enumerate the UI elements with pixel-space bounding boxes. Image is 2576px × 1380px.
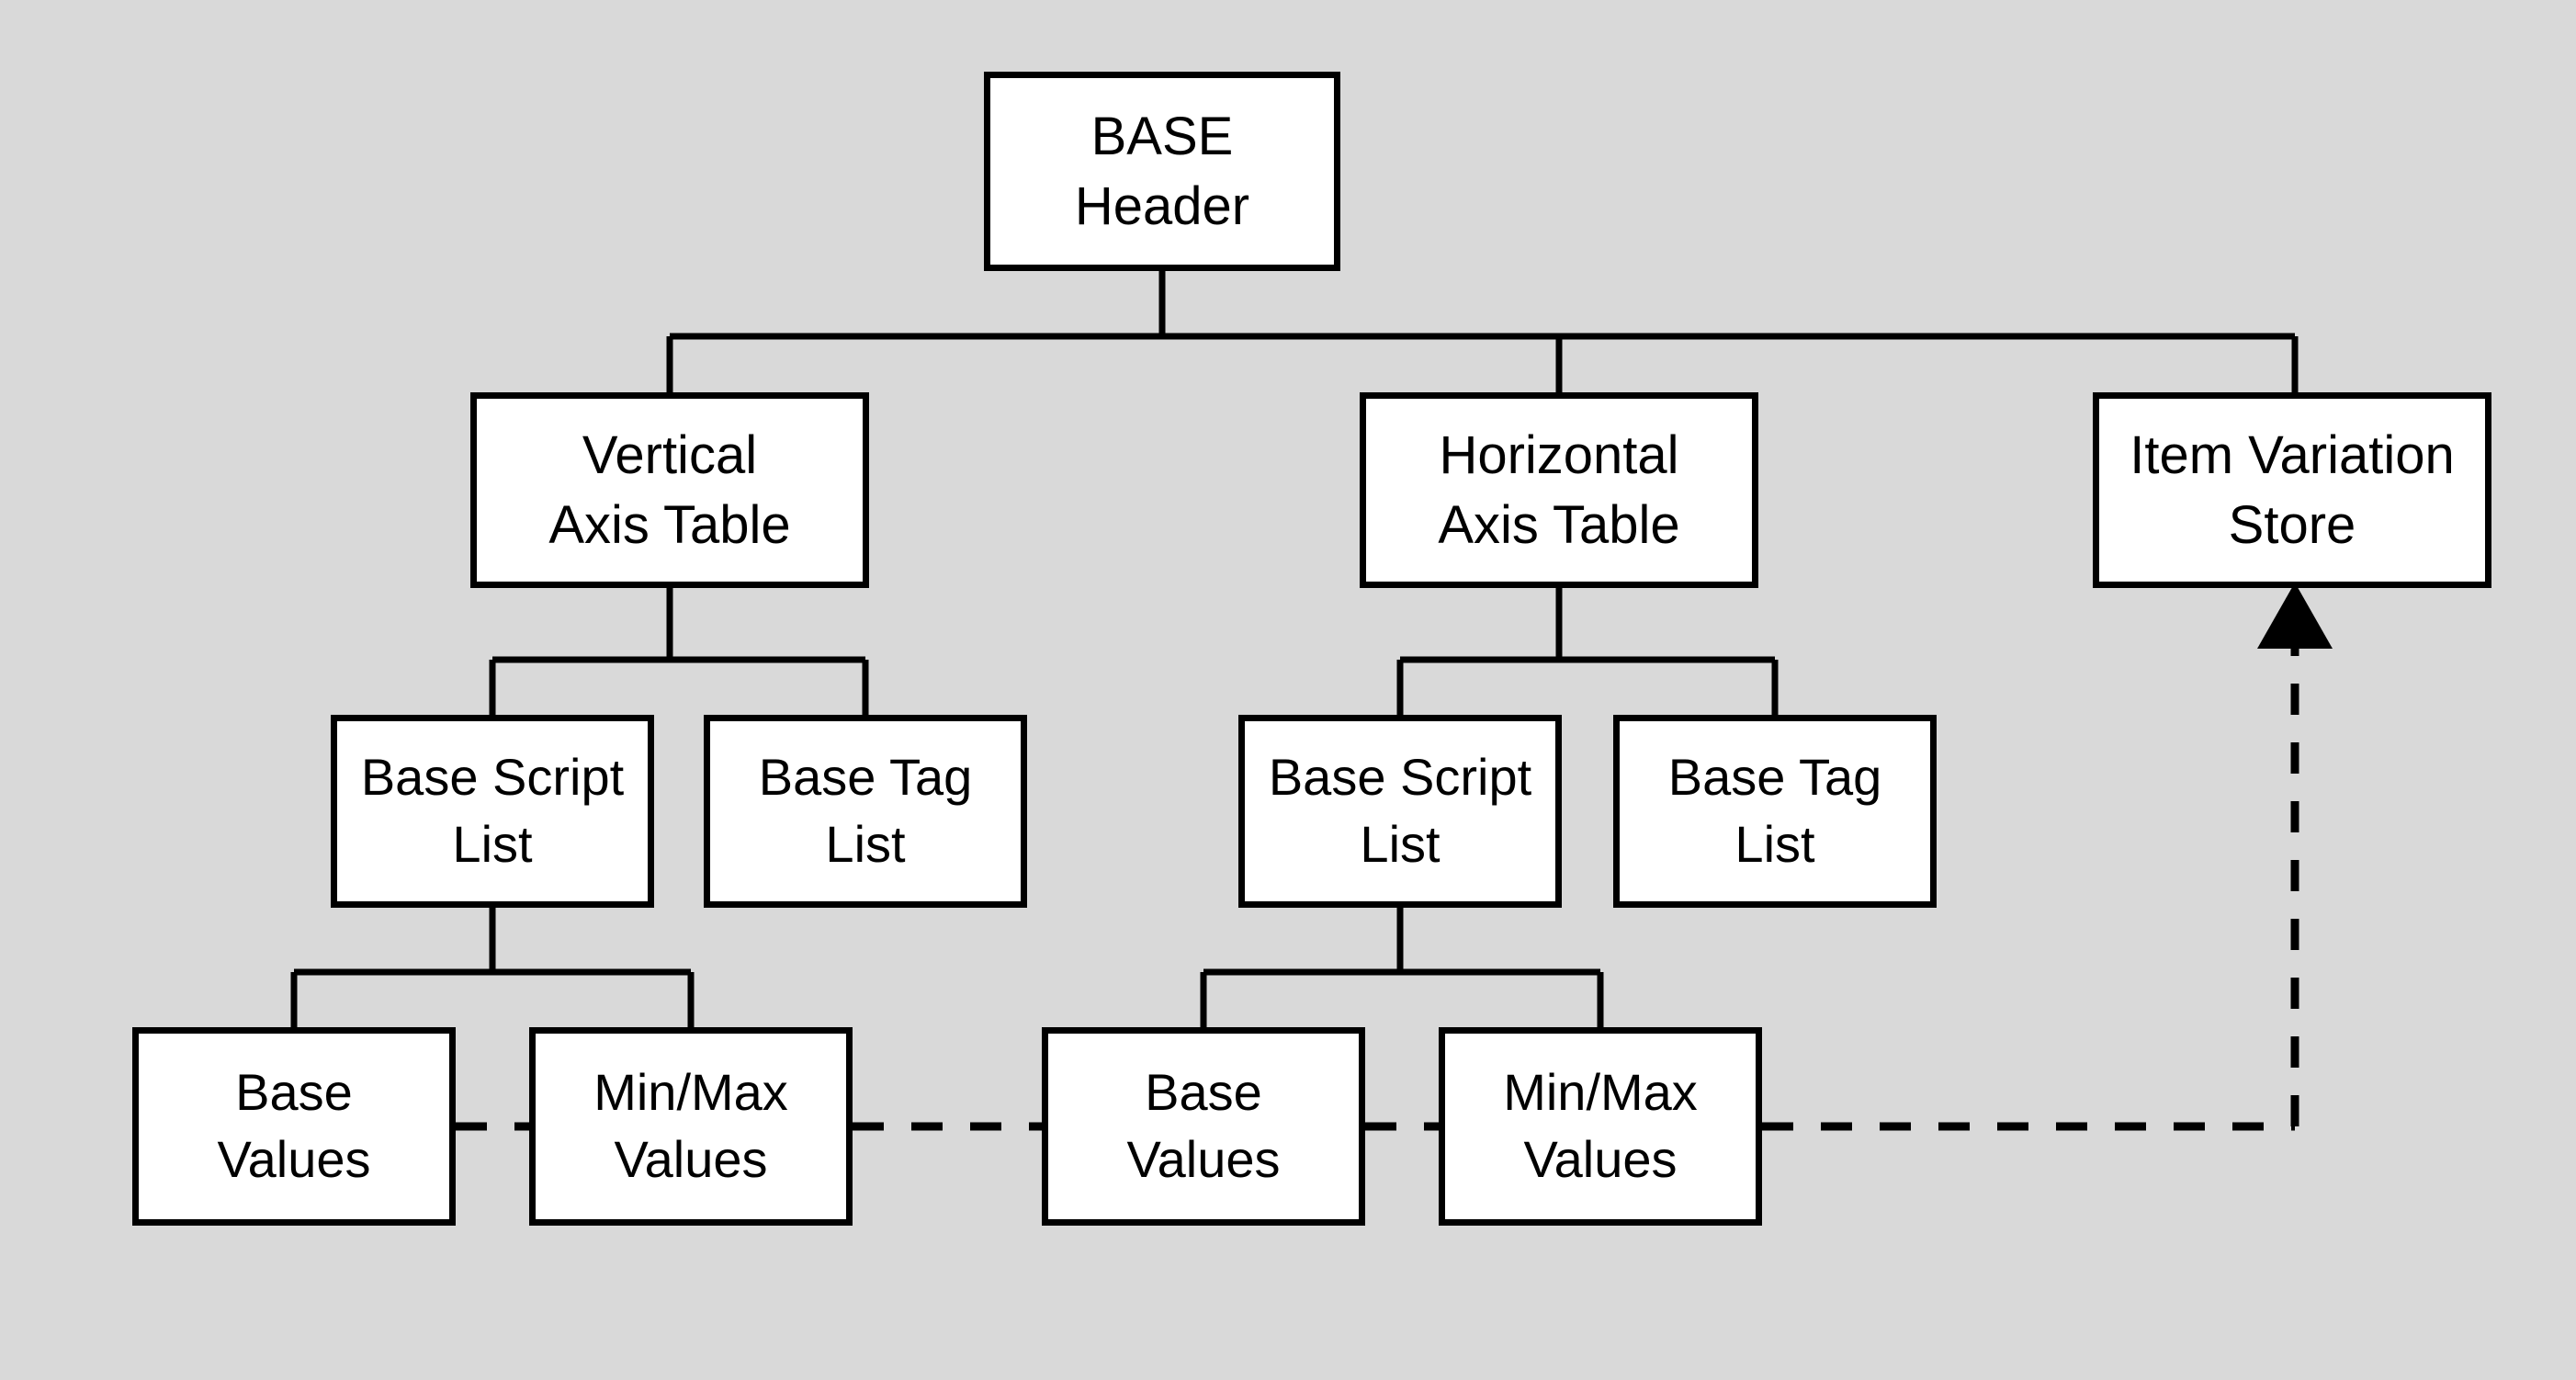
connector-vertical-axis-to-lists — [489, 588, 869, 715]
node-base-values-left[interactable]: Base Values — [132, 1027, 456, 1226]
node-minmax-values-right[interactable]: Min/Max Values — [1439, 1027, 1762, 1226]
arrowhead-up-icon — [2257, 583, 2333, 649]
node-base-script-list-right[interactable]: Base Script List — [1238, 715, 1562, 908]
connector-base-header-to-axis-tables — [666, 271, 2299, 392]
node-base-tag-list-left-line2: List — [825, 815, 906, 873]
node-base-values-right-line2: Values — [1126, 1130, 1281, 1188]
node-base-tag-list-right[interactable]: Base Tag List — [1613, 715, 1937, 908]
node-base-script-list-left[interactable]: Base Script List — [331, 715, 654, 908]
node-minmax-values-right-line2: Values — [1523, 1130, 1678, 1188]
node-base-script-list-right-line2: List — [1360, 815, 1441, 873]
node-minmax-values-left-line1: Min/Max — [593, 1063, 788, 1122]
node-vertical-axis-table-line1: Vertical — [582, 425, 758, 486]
connector-horizontal-axis-to-lists — [1396, 588, 1779, 715]
node-item-variation-store[interactable]: Item Variation Store — [2093, 392, 2491, 588]
node-horizontal-axis-table-line2: Axis Table — [1438, 494, 1680, 555]
node-base-header[interactable]: BASE Header — [984, 72, 1340, 271]
node-base-tag-list-left[interactable]: Base Tag List — [704, 715, 1027, 908]
node-base-header-line1: BASE — [1090, 107, 1234, 167]
node-minmax-values-left-line2: Values — [614, 1130, 768, 1188]
node-vertical-axis-table-line2: Axis Table — [548, 494, 791, 555]
node-item-variation-store-line1: Item Variation — [2130, 425, 2455, 486]
node-base-tag-list-left-line1: Base Tag — [758, 748, 973, 807]
node-base-values-left-line2: Values — [217, 1130, 371, 1188]
node-minmax-values-left[interactable]: Min/Max Values — [529, 1027, 853, 1226]
connector-right-script-list-to-values — [1200, 908, 1604, 1027]
connector-left-script-list-to-values — [290, 908, 695, 1027]
node-horizontal-axis-table[interactable]: Horizontal Axis Table — [1360, 392, 1758, 588]
node-horizontal-axis-table-line1: Horizontal — [1439, 425, 1679, 486]
node-base-values-right[interactable]: Base Values — [1042, 1027, 1365, 1226]
node-base-tag-list-right-line1: Base Tag — [1667, 748, 1882, 807]
node-vertical-axis-table[interactable]: Vertical Axis Table — [470, 392, 869, 588]
node-base-script-list-left-line2: List — [452, 815, 533, 873]
node-base-script-list-left-line1: Base Script — [360, 748, 625, 807]
node-base-tag-list-right-line2: List — [1734, 815, 1815, 873]
node-base-header-line2: Header — [1074, 175, 1250, 236]
connector-dashed-values-to-item-variation-store — [456, 632, 2299, 1131]
node-minmax-values-right-line1: Min/Max — [1503, 1063, 1698, 1122]
node-base-script-list-right-line1: Base Script — [1268, 748, 1532, 807]
node-item-variation-store-line2: Store — [2228, 494, 2356, 555]
node-base-values-left-line1: Base — [235, 1063, 353, 1122]
node-base-values-right-line1: Base — [1145, 1063, 1262, 1122]
